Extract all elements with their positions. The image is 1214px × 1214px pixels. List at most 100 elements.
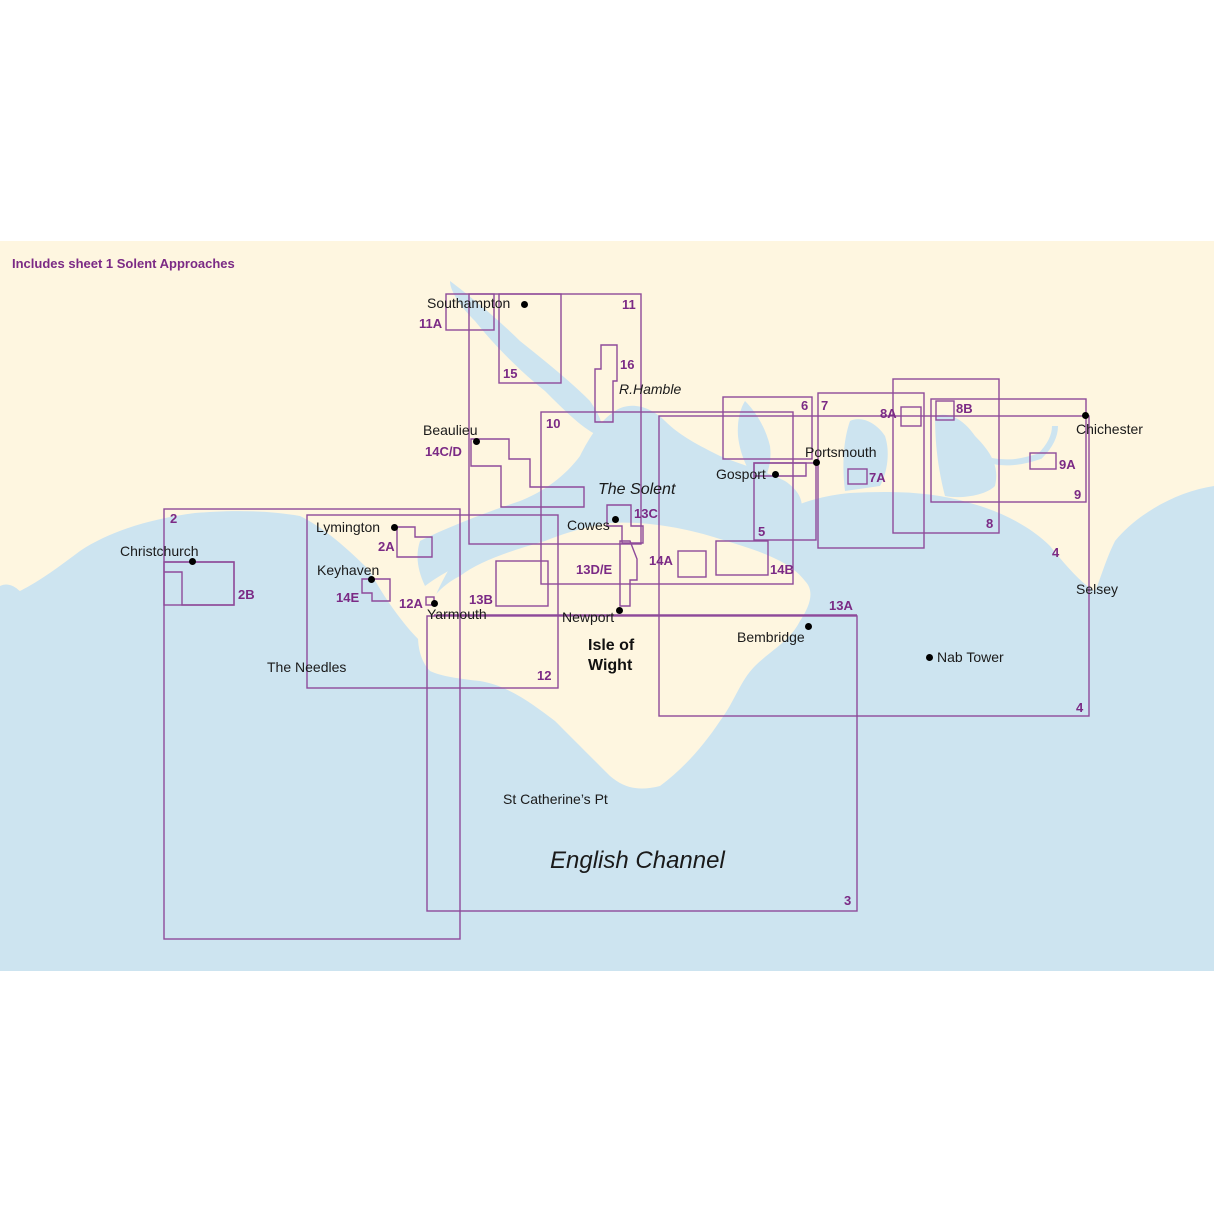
nab-tower-dot-icon [926, 654, 933, 661]
sheet-label-7[interactable]: 7 [821, 398, 829, 413]
label-newport: Newport [562, 609, 615, 625]
portsmouth-harbour [737, 401, 771, 486]
label-st-catherines-pt: St Catherine’s Pt [503, 791, 608, 807]
sheet-label-14A[interactable]: 14A [649, 553, 673, 568]
sheet-label-8B[interactable]: 8B [956, 401, 973, 416]
sheet-2-boundary [163, 508, 461, 940]
sheet-label-7A[interactable]: 7A [869, 470, 886, 485]
sheet-13B-boundary [495, 560, 549, 607]
label-isle-of-wight-line1: Isle of [588, 637, 635, 654]
solent-water [417, 405, 802, 586]
isle-of-wight-land [418, 522, 811, 789]
sheet-label-10[interactable]: 10 [546, 416, 561, 431]
label-the-needles: The Needles [267, 659, 347, 675]
sheet-7A-boundary [847, 468, 868, 485]
sheet-8B-boundary [935, 400, 955, 421]
sheet-14CD-boundary [470, 438, 585, 508]
sheet-label-5[interactable]: 5 [758, 524, 766, 539]
sheet-4-boundary [658, 415, 1090, 717]
sheet-label-8A[interactable]: 8A [880, 406, 897, 421]
sheet-14B-boundary [715, 540, 769, 576]
sheet-16-boundary [594, 344, 618, 423]
sheet-label-9[interactable]: 9 [1074, 487, 1082, 502]
chichester-dot-icon [1082, 412, 1089, 419]
sheet-6-boundary [722, 396, 813, 460]
keyhaven-dot-icon [368, 576, 375, 583]
label-isle-of-wight-line2: Wight [588, 657, 633, 674]
sheet-7-boundary [817, 392, 925, 549]
sheet-label-12A[interactable]: 12A [399, 596, 423, 611]
newport-dot-icon [616, 607, 623, 614]
coastline-layer [0, 281, 1214, 971]
label-cowes: Cowes [567, 517, 610, 533]
sheet-9A-boundary [1029, 452, 1057, 470]
sheet-label-2[interactable]: 2 [170, 511, 178, 526]
sheet-13C-boundary [606, 504, 644, 544]
sheet-label-15[interactable]: 15 [503, 366, 518, 381]
sheet-12-boundary [306, 514, 559, 689]
sheet-label-13B[interactable]: 13B [469, 592, 493, 607]
sheet-label-14B[interactable]: 14B [770, 562, 794, 577]
sheet-label-11[interactable]: 11 [622, 297, 636, 312]
sheet-label-4[interactable]: 4 [1076, 700, 1084, 715]
sheet-1-note: Includes sheet 1 Solent Approaches [12, 256, 235, 271]
label-yarmouth: Yarmouth [427, 606, 487, 622]
sheet-14A-boundary [677, 550, 707, 578]
chart-coverage-map: Includes sheet 1 Solent Approaches South… [0, 241, 1214, 971]
sheet-label-13C[interactable]: 13C [634, 506, 658, 521]
sheet-2B-boundary [163, 561, 235, 606]
bembridge-dot-icon [805, 623, 812, 630]
sheet-8A-boundary [900, 406, 922, 427]
label-r-hamble: R.Hamble [619, 381, 682, 397]
sheet-label-14CD[interactable]: 14C/D [425, 444, 462, 459]
sheet-2A-boundary [396, 526, 433, 558]
label-portsmouth: Portsmouth [805, 444, 877, 460]
label-bembridge: Bembridge [737, 629, 805, 645]
sheet-13DE-boundary [619, 540, 638, 607]
label-english-channel: English Channel [550, 847, 725, 874]
sheet-label-13A[interactable]: 13A [829, 598, 853, 613]
sheet-8-boundary [892, 378, 1000, 534]
sheet-label-3[interactable]: 3 [844, 893, 852, 908]
sheet-11A-boundary [445, 293, 495, 331]
sheet-label-2B[interactable]: 2B [238, 587, 255, 602]
sheet-label-12[interactable]: 12 [537, 668, 552, 683]
christchurch-dot-icon [189, 558, 196, 565]
sheet-label-6[interactable]: 6 [801, 398, 809, 413]
southampton-dot-icon [521, 301, 528, 308]
southampton-water [450, 281, 602, 436]
sheet-5-main [753, 462, 817, 541]
label-keyhaven: Keyhaven [317, 562, 380, 578]
chichester-channel [973, 425, 1058, 466]
sheet-10-boundary [540, 411, 794, 585]
sheet-label-2A[interactable]: 2A [378, 539, 395, 554]
chichester-harbour [935, 414, 997, 498]
portsmouth-dot-icon [813, 459, 820, 466]
sheet-label-9A[interactable]: 9A [1059, 457, 1076, 472]
sheet-14E-boundary [361, 578, 391, 602]
yarmouth-dot-icon [431, 600, 438, 607]
sheet-2B-inner [164, 561, 235, 606]
label-southampton: Southampton [427, 295, 511, 311]
label-gosport: Gosport [716, 466, 766, 482]
lymington-dot-icon [391, 524, 398, 531]
label-beaulieu: Beaulieu [423, 422, 478, 438]
sheet-3-boundary [426, 615, 858, 912]
sheet-15-boundary [498, 293, 562, 384]
cowes-dot-icon [612, 516, 619, 523]
sheet-9-boundary [930, 398, 1087, 503]
label-lymington: Lymington [316, 519, 381, 535]
langstone-harbour [843, 419, 888, 491]
label-chichester: Chichester [1076, 421, 1143, 437]
sheet-boundaries [163, 293, 1090, 940]
sheet-label-14E[interactable]: 14E [336, 590, 360, 605]
sheet-label-13DE[interactable]: 13D/E [576, 562, 613, 577]
gosport-dot-icon [772, 471, 779, 478]
sheet-label-4-coast[interactable]: 4 [1052, 545, 1060, 560]
west-inlet [0, 584, 30, 636]
sheet-label-8[interactable]: 8 [986, 516, 994, 531]
sheet-label-16[interactable]: 16 [620, 357, 635, 372]
label-selsey: Selsey [1076, 581, 1119, 597]
label-nab-tower: Nab Tower [937, 649, 1004, 665]
sheet-label-11A[interactable]: 11A [419, 316, 443, 331]
